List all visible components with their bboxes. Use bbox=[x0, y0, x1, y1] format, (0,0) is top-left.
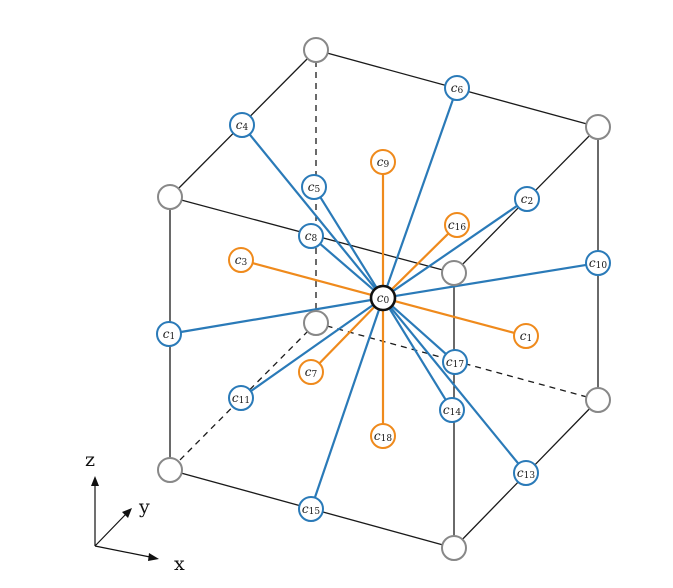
node-circle bbox=[439, 397, 465, 423]
node-c9: c9 bbox=[370, 149, 396, 175]
ray-c13 bbox=[389, 306, 520, 465]
node-label: c5 bbox=[308, 180, 321, 195]
node-circle bbox=[444, 75, 470, 101]
node-label: c4 bbox=[236, 118, 249, 133]
node-circle bbox=[301, 174, 327, 200]
center-node: c0 bbox=[369, 284, 397, 312]
node-label: c9 bbox=[377, 155, 390, 170]
node-circle bbox=[585, 250, 611, 276]
node-circle bbox=[228, 247, 254, 273]
node-c8: c8 bbox=[298, 223, 324, 249]
node-c3: c3 bbox=[228, 247, 254, 273]
node-label: c15 bbox=[302, 502, 320, 517]
corner-node bbox=[303, 310, 329, 336]
node-label: c13 bbox=[517, 466, 535, 481]
node-c1-right: c1 bbox=[513, 323, 539, 349]
node-circle bbox=[229, 112, 255, 138]
node-c11: c11 bbox=[228, 385, 254, 411]
node-label: c16 bbox=[448, 218, 466, 233]
node-c10: c10 bbox=[585, 250, 611, 276]
ray-c6 bbox=[385, 98, 455, 288]
corner-node bbox=[157, 457, 183, 483]
corner-node bbox=[441, 535, 467, 561]
y-axis-line bbox=[94, 513, 127, 547]
corner-node bbox=[157, 184, 183, 210]
ray-c16 bbox=[390, 232, 450, 291]
ray-c7 bbox=[318, 305, 376, 365]
x-axis-arrow bbox=[148, 553, 159, 561]
node-circle bbox=[513, 323, 539, 349]
x-axis-label: x bbox=[174, 553, 185, 575]
node-circle bbox=[370, 149, 396, 175]
ray-c2 bbox=[392, 204, 518, 293]
cube-corners bbox=[157, 37, 611, 561]
node-c6: c6 bbox=[444, 75, 470, 101]
corner-node bbox=[441, 260, 467, 286]
node-c5: c5 bbox=[301, 174, 327, 200]
node-circle bbox=[228, 385, 254, 411]
node-c1-left: c1 bbox=[156, 321, 182, 347]
node-label: c1 bbox=[163, 327, 175, 342]
node-circle bbox=[370, 423, 396, 449]
ray-c10 bbox=[394, 263, 587, 298]
y-axis-arrow bbox=[122, 508, 132, 518]
node-circle bbox=[298, 223, 324, 249]
node-circle bbox=[156, 321, 182, 347]
y-axis-label: y bbox=[138, 496, 150, 518]
node-c7: c7 bbox=[298, 359, 324, 385]
ray-c3 bbox=[252, 262, 372, 296]
z-axis-arrow bbox=[91, 476, 99, 486]
ray-c11 bbox=[250, 304, 374, 392]
node-circle bbox=[514, 186, 540, 212]
node-label: c18 bbox=[374, 429, 392, 444]
node-label: c7 bbox=[305, 365, 318, 380]
corner-node bbox=[585, 114, 611, 140]
ray-c8 bbox=[319, 242, 375, 292]
z-axis-label: z bbox=[85, 449, 95, 471]
node-label: c6 bbox=[451, 81, 464, 96]
node-circle bbox=[513, 460, 539, 486]
node-label: c17 bbox=[446, 355, 464, 370]
ray-c17 bbox=[391, 305, 447, 355]
node-c16: c16 bbox=[444, 212, 470, 238]
ray-c1-left bbox=[180, 298, 372, 334]
node-label: c1 bbox=[520, 329, 532, 344]
node-c4: c4 bbox=[229, 112, 255, 138]
node-circle bbox=[298, 496, 324, 522]
node-circle bbox=[442, 349, 468, 375]
coordinate-axes: z y x bbox=[85, 449, 185, 575]
node-label: c8 bbox=[305, 229, 318, 244]
node-label: c10 bbox=[589, 256, 607, 271]
node-c14: c14 bbox=[439, 397, 465, 423]
center-node-label: c0 bbox=[377, 291, 390, 306]
node-label: c11 bbox=[232, 391, 250, 406]
node-c2: c2 bbox=[514, 186, 540, 212]
center-node-circle bbox=[369, 284, 397, 312]
node-c18: c18 bbox=[370, 423, 396, 449]
node-c13: c13 bbox=[513, 460, 539, 486]
ray-c14 bbox=[388, 307, 447, 401]
ray-c5 bbox=[319, 196, 378, 289]
corner-node bbox=[585, 387, 611, 413]
velocity-rays bbox=[180, 98, 587, 498]
x-axis-line bbox=[94, 545, 151, 558]
corner-node bbox=[303, 37, 329, 63]
node-circle bbox=[298, 359, 324, 385]
node-circle bbox=[444, 212, 470, 238]
ray-c15 bbox=[313, 309, 381, 498]
node-label: c2 bbox=[521, 192, 533, 207]
ray-c1-right bbox=[394, 300, 515, 334]
node-label: c3 bbox=[235, 253, 248, 268]
labeled-nodes: c4 c6 c9 c5 c2 c16 c8 c3 c10 c1 c1 c17 c… bbox=[156, 75, 611, 522]
ray-c4 bbox=[248, 133, 377, 290]
node-c17: c17 bbox=[442, 349, 468, 375]
node-label: c14 bbox=[443, 403, 461, 418]
node-c15: c15 bbox=[298, 496, 324, 522]
